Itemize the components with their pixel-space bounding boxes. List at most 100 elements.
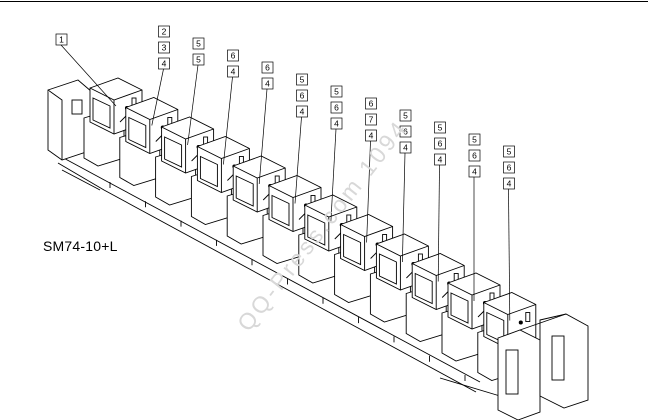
callout-label: 6 [334, 103, 339, 113]
unit-arrow [298, 213, 306, 220]
callout-box [55, 33, 68, 46]
unit-arrow [406, 271, 413, 279]
callout-label: 7 [369, 115, 374, 125]
callout-box [330, 101, 343, 114]
delivery-rail [439, 377, 501, 397]
base-rail-top [57, 154, 481, 383]
unit-hood-edge [232, 165, 286, 212]
callout-leader [366, 140, 371, 243]
callout-leader [330, 128, 337, 224]
callout-box [192, 37, 205, 50]
callout-leader [60, 44, 117, 107]
callout-leader [437, 164, 440, 282]
unit-hood-edge [89, 87, 143, 134]
callout-label: 4 [472, 167, 477, 177]
callout-box [261, 61, 274, 74]
callout-label: 4 [438, 155, 443, 165]
callout-box [158, 57, 170, 70]
delivery-post [505, 349, 519, 395]
unit-arrow [441, 291, 449, 298]
callout-label: 6 [507, 163, 512, 173]
callout-label: 6 [438, 139, 443, 149]
callout-box [365, 97, 377, 110]
unit-front-panel [271, 194, 290, 227]
base-rail-bottom [57, 162, 477, 393]
callout-label: 6 [403, 127, 408, 137]
callout-box [227, 65, 239, 78]
delivery-post [551, 335, 565, 381]
callout-label: 4 [162, 59, 167, 69]
callout-box [503, 145, 515, 158]
callout-label: 5 [300, 75, 305, 85]
callout-label: 4 [507, 179, 512, 189]
unit-arrow [191, 154, 198, 162]
printing-unit [298, 194, 358, 284]
callout-label: 3 [162, 43, 167, 53]
unit-knob [518, 320, 523, 325]
printing-unit [334, 214, 394, 303]
callout-label: 4 [231, 67, 236, 77]
unit-side-slot [525, 312, 531, 322]
callout-label: 6 [300, 91, 305, 101]
callout-label: 4 [265, 79, 270, 89]
feeder-edge [47, 89, 63, 160]
callout-box [158, 25, 170, 38]
unit-arrow [119, 115, 127, 123]
callout-box [434, 137, 446, 150]
callout-label: 5 [472, 135, 477, 145]
unit-hood-edge [268, 185, 322, 232]
callout-leader [294, 116, 302, 204]
callout-box [365, 113, 377, 126]
callout-label: 4 [369, 131, 374, 141]
callout-label: 5 [196, 55, 201, 65]
callout-leader [402, 152, 406, 263]
unit-arrow [334, 232, 342, 240]
callout-label: 5 [438, 123, 443, 133]
callout-label: 4 [403, 143, 408, 153]
unit-front-panel [235, 175, 254, 207]
callout-box [434, 121, 446, 134]
callout-box [158, 41, 170, 54]
callout-label: 6 [265, 63, 270, 73]
unit-hood-edge [197, 146, 250, 193]
callout-label: 5 [334, 87, 339, 97]
callout-box [399, 109, 412, 122]
unit-front-panel [128, 116, 147, 149]
delivery-top-bar [519, 313, 567, 331]
callout-box [296, 89, 308, 102]
unit-arrow [155, 135, 163, 142]
callout-box [434, 153, 446, 166]
unit-hood-edge [304, 204, 357, 251]
callout-box [503, 177, 515, 190]
callout-box [468, 133, 481, 146]
unit-arrow [477, 310, 485, 318]
unit-arrow [370, 252, 377, 259]
model-label: SM74-10+L [43, 238, 118, 254]
callout-label: 2 [162, 27, 167, 37]
callout-box [330, 85, 343, 98]
callout-label: 5 [507, 147, 512, 157]
callout-box [227, 49, 239, 62]
callout-label: 6 [472, 151, 477, 161]
unit-front-panel [92, 97, 111, 129]
callout-leader [508, 188, 511, 321]
unit-arrow [262, 193, 270, 201]
top-border-line [0, 1, 648, 2]
callout-box [503, 161, 515, 174]
callout-leader [258, 88, 268, 185]
callout-label: 6 [369, 99, 374, 109]
callout-box [330, 117, 343, 130]
unit-front-panel [199, 155, 218, 188]
unit-front-panel [307, 214, 326, 246]
unit-front-panel [164, 136, 183, 168]
unit-front-panel [450, 292, 469, 324]
callout-label: 5 [196, 39, 201, 49]
unit-arrow [227, 174, 234, 181]
delivery-left-frame [497, 329, 541, 420]
callout-leader [151, 68, 164, 126]
callout-leader [223, 76, 233, 165]
callout-box [261, 77, 274, 90]
callout-label: 1 [59, 35, 64, 45]
